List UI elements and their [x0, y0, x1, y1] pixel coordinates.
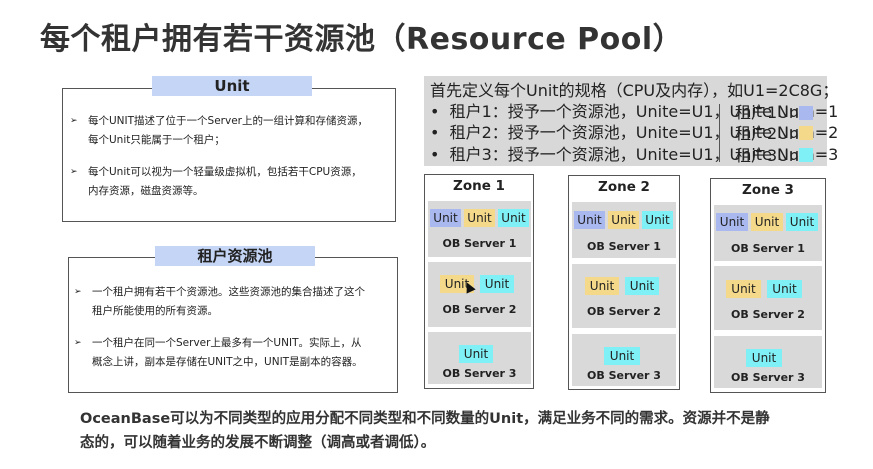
zone-3-server-1-unit-tenant1: Unit [716, 213, 748, 231]
pool-bullet-1-line-1: 一个租户拥有若干个资源池。这些资源池的集合描述了这个 [92, 286, 365, 298]
unit-bullet-2-line-1: 每个Unit可以视为一个轻量级虚拟机，包括若干CPU资源， [88, 166, 362, 178]
legend-tenant-1: • 租户1：授予一个资源池，Unite=U1，Unite Num=1 [430, 102, 839, 121]
page-title: 每个租户拥有若干资源池（Resource Pool） [40, 22, 684, 57]
zone-3-server-2-label: OB Server 2 [731, 308, 805, 321]
footer-paragraph: OceanBase可以为不同类型的应用分配不同类型和不同数量的Unit，满足业务… [80, 407, 850, 455]
pool-bullet-1: ➢ 一个租户拥有若干个资源池。这些资源池的集合描述了这个 租户所能使用的所有资源… [74, 283, 396, 321]
zone-2-server-1-unit-tenant3: Unit [642, 211, 673, 229]
legend-key-1-label: 租户1Unit [735, 103, 810, 122]
bullet-dot-icon: • [430, 102, 450, 121]
zone-2-server-1-unit-tenant1: Unit [574, 211, 605, 229]
zone-1-server-2 [428, 262, 531, 327]
pool-box-header: 租户资源池 [155, 246, 315, 266]
zone-3-server-3-label: OB Server 3 [731, 371, 805, 384]
pool-bullet-2-line-2: 概念上讲，副本是存储在UNIT之中，UNIT是副本的容器。 [92, 356, 363, 368]
zone-2-server-2-unit-tenant2: Unit [585, 277, 619, 295]
pool-bullet-2-line-1: 一个租户在同一个Server上最多有一个UNIT。实际上，从 [92, 337, 362, 349]
bullet-dot-icon: • [430, 123, 450, 142]
zone-2-server-3-unit-tenant3: Unit [604, 347, 640, 365]
bullet-arrow-icon: ➢ [74, 338, 82, 348]
zone-1-server-2-unit-tenant3: Unit [480, 275, 514, 293]
unit-bullet-1-line-2: 每个Unit只能属于一个租户； [88, 134, 225, 146]
zone-3-server-2 [714, 266, 822, 330]
unit-info-box [62, 88, 396, 222]
footer-line-2: 态的，可以随着业务的发展不断调整（调高或者调低）。 [80, 435, 436, 451]
zone-3-server-2-unit-tenant2: Unit [726, 280, 761, 298]
zone-2-server-2-unit-tenant3: Unit [625, 277, 659, 295]
zone-2-server-1-label: OB Server 1 [587, 240, 661, 253]
zone-3-server-2-unit-tenant3: Unit [767, 280, 802, 298]
pool-info-box [68, 257, 398, 393]
legend-key-2-swatch [799, 126, 813, 140]
legend-key-1-swatch [799, 106, 813, 120]
legend-key-2-label: 租户2Unit [735, 124, 810, 143]
zone-1-server-2-unit-tenant2: Unit [440, 275, 474, 293]
zone-1-server-1-unit-tenant2: Unit [464, 209, 495, 227]
footer-line-1: OceanBase可以为不同类型的应用分配不同类型和不同数量的Unit，满足业务… [80, 411, 770, 427]
zone-1-server-3-label: OB Server 3 [442, 367, 517, 380]
zone-2-server-3-label: OB Server 3 [587, 369, 661, 382]
unit-bullet-1: ➢ 每个UNIT描述了位于一个Server上的一组计算和存储资源， 每个Unit… [70, 112, 390, 150]
unit-bullet-2-line-2: 内存资源，磁盘资源等。 [88, 185, 204, 197]
zone-3-server-3-unit-tenant3: Unit [746, 349, 782, 367]
zone-2-title: Zone 2 [598, 179, 650, 195]
tenant-legend-panel [424, 76, 827, 166]
legend-tenant-3: • 租户3：授予一个资源池，Unite=U1，Unite Num=3 [430, 145, 839, 164]
legend-key-3-label: 租户3Unit [735, 146, 810, 165]
zone-2-server-1-unit-tenant2: Unit [608, 211, 639, 229]
pool-bullet-2: ➢ 一个租户在同一个Server上最多有一个UNIT。实际上，从 概念上讲，副本… [74, 334, 396, 372]
unit-box-header: Unit [152, 76, 312, 96]
zone-1-server-1-label: OB Server 1 [442, 237, 517, 250]
legend-tenant-2: • 租户2：授予一个资源池，Unite=U1，Unite Num=2 [430, 123, 839, 142]
zone-3-server-1-unit-tenant3: Unit [786, 213, 818, 231]
zone-3-server-1-unit-tenant2: Unit [751, 213, 783, 231]
legend-divider [719, 104, 720, 162]
bullet-arrow-icon: ➢ [70, 116, 78, 126]
legend-key-3-swatch [799, 148, 813, 162]
pool-bullet-1-line-2: 租户所能使用的所有资源。 [92, 305, 218, 317]
unit-bullet-2: ➢ 每个Unit可以视为一个轻量级虚拟机，包括若干CPU资源， 内存资源，磁盘资… [70, 163, 390, 201]
zone-3-title: Zone 3 [742, 182, 794, 198]
zone-2-server-2-label: OB Server 2 [587, 305, 661, 318]
zone-1-server-1-unit-tenant1: Unit [430, 209, 461, 227]
zone-1-server-2-label: OB Server 2 [442, 303, 517, 316]
bullet-arrow-icon: ➢ [70, 167, 78, 177]
zone-3-server-1-label: OB Server 1 [731, 242, 805, 255]
legend-intro: 首先定义每个Unit的规格（CPU及内存），如U1=2C8G； [430, 81, 839, 100]
zone-1-server-3-unit-tenant3: Unit [459, 345, 493, 363]
zone-1-title: Zone 1 [453, 178, 505, 194]
bullet-dot-icon: • [430, 145, 450, 164]
zone-2-server-2 [572, 264, 676, 328]
unit-bullet-1-line-1: 每个UNIT描述了位于一个Server上的一组计算和存储资源， [88, 115, 368, 127]
zone-1-server-1-unit-tenant3: Unit [498, 209, 529, 227]
bullet-arrow-icon: ➢ [74, 287, 82, 297]
